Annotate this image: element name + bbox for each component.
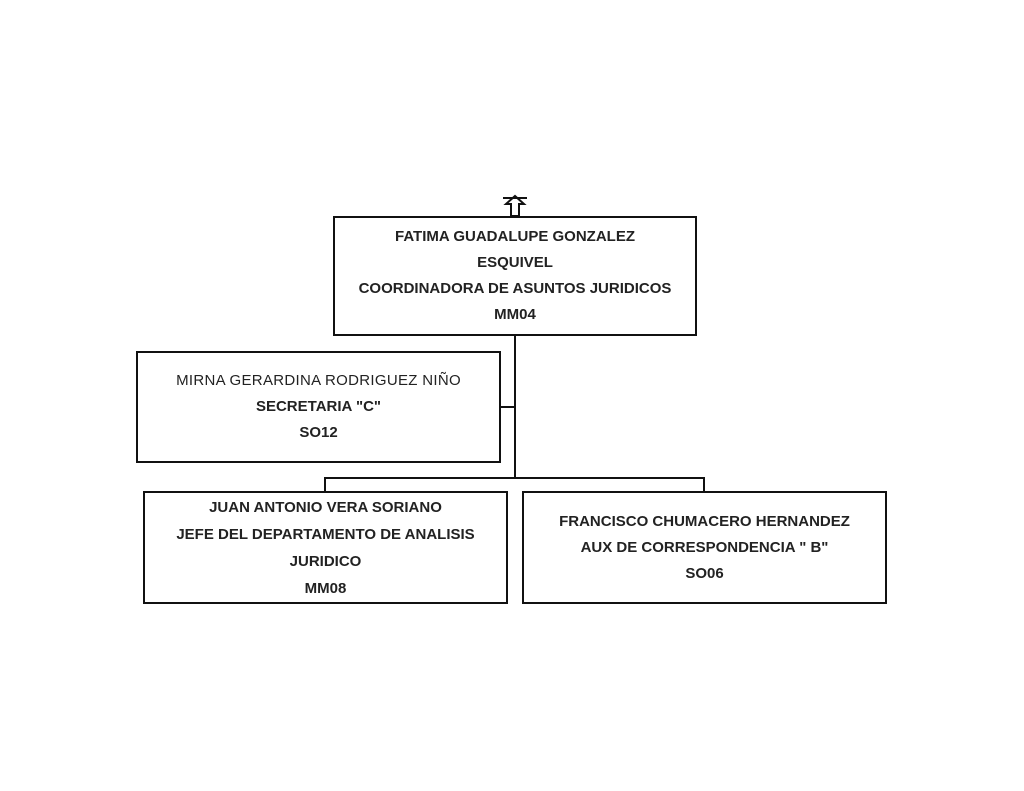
node-name-line1: FATIMA GUADALUPE GONZALEZ xyxy=(395,228,635,245)
up-arrow-icon[interactable] xyxy=(503,194,527,217)
node-position: SECRETARIA "C" xyxy=(255,398,382,415)
node-name-line2: ESQUIVEL xyxy=(477,254,553,271)
node-name: FRANCISCO CHUMACERO HERNANDEZ xyxy=(559,512,850,530)
node-code: SO06 xyxy=(685,564,724,582)
org-node-aux[interactable]: FRANCISCO CHUMACERO HERNANDEZ AUX DE COR… xyxy=(522,491,887,604)
org-node-jefe[interactable]: JUAN ANTONIO VERA SORIANO JEFE DEL DEPAR… xyxy=(143,491,508,604)
org-node-coordinadora[interactable]: FATIMA GUADALUPE GONZALEZ ESQUIVEL COORD… xyxy=(333,216,697,336)
node-code: SO12 xyxy=(299,424,338,441)
node-name: MIRNA GERARDINA RODRIGUEZ NIÑO xyxy=(176,372,461,389)
node-position-line2: JURIDICO xyxy=(289,552,362,570)
org-node-secretaria[interactable]: MIRNA GERARDINA RODRIGUEZ NIÑO SECRETARI… xyxy=(136,351,501,463)
node-position: AUX DE CORRESPONDENCIA " B" xyxy=(580,538,829,556)
node-position-line1: JEFE DEL DEPARTAMENTO DE ANALISIS xyxy=(176,525,475,543)
node-name: JUAN ANTONIO VERA SORIANO xyxy=(209,498,442,516)
node-position: COORDINADORA DE ASUNTOS JURIDICOS xyxy=(358,280,672,297)
node-code: MM04 xyxy=(494,306,536,323)
node-code: MM08 xyxy=(304,579,347,597)
